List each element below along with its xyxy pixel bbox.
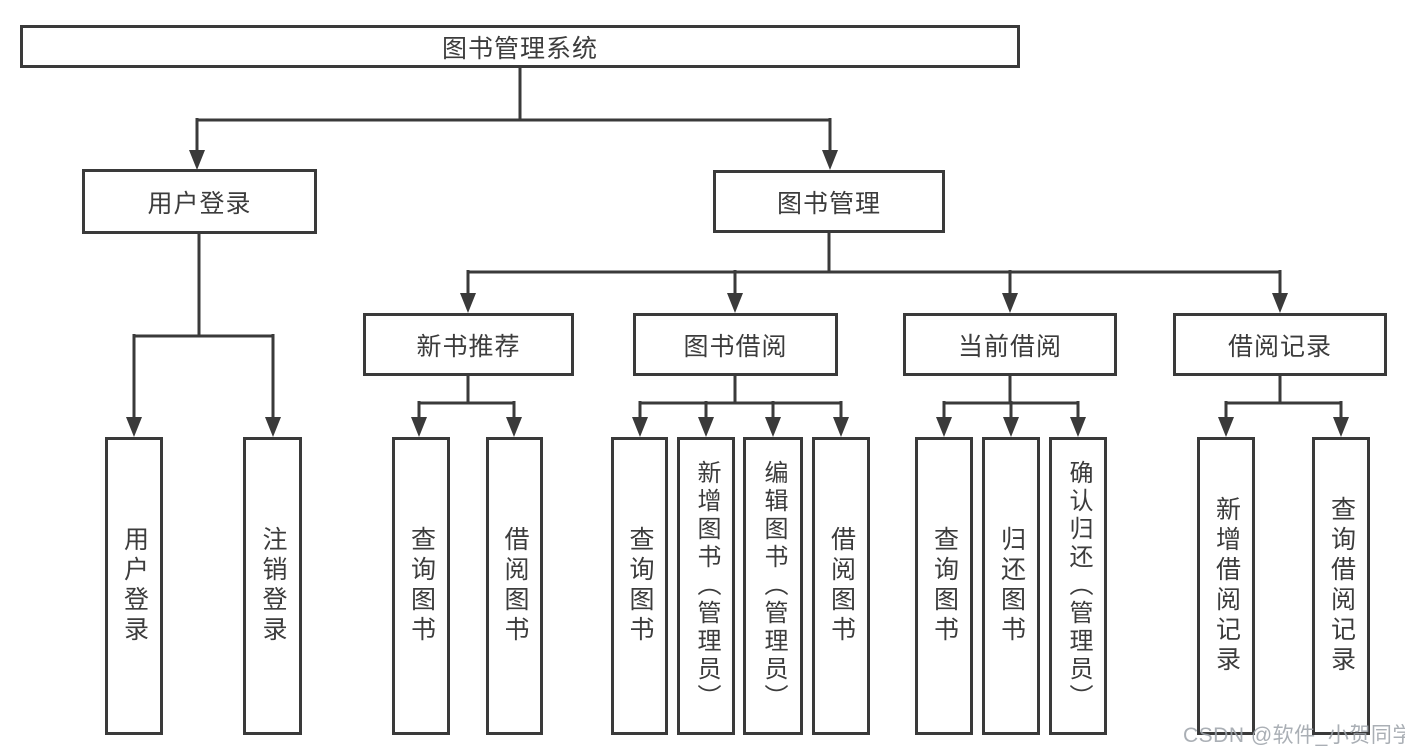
arrowhead-icons <box>126 150 1349 437</box>
csdn-watermark: CSDN @软件_小贺同学 <box>1183 724 1405 747</box>
leaf-user-login: 用户登录 <box>105 437 163 735</box>
node-label: 注销登录 <box>259 526 287 646</box>
leaf-confirm-return-admin: 确认归还（管理员） <box>1049 437 1107 735</box>
node-label: 归还图书 <box>997 526 1026 646</box>
node-label: 确认归还（管理员） <box>1065 460 1092 712</box>
node-label: 借阅图书 <box>827 526 856 646</box>
leaf-query-books-recommend: 查询图书 <box>392 437 450 735</box>
node-label: 查询图书 <box>930 526 959 646</box>
leaf-add-books-admin: 新增图书（管理员） <box>677 437 735 735</box>
node-label: 借阅记录 <box>1227 332 1332 361</box>
leaf-query-books-borrow: 查询图书 <box>611 437 668 735</box>
group-borrow-records: 借阅记录 <box>1173 313 1387 376</box>
node-label: 借阅图书 <box>501 526 529 646</box>
node-root: 图书管理系统 <box>20 25 1020 68</box>
node-label: 新增借阅记录 <box>1212 496 1241 676</box>
group-book-borrow: 图书借阅 <box>633 313 838 376</box>
connector-lines <box>132 68 1343 422</box>
leaf-query-borrow-record: 查询借阅记录 <box>1312 437 1370 735</box>
node-label: 新增图书（管理员） <box>693 460 720 712</box>
leaf-logout: 注销登录 <box>243 437 302 735</box>
node-label: 查询图书 <box>407 526 436 646</box>
leaf-add-borrow-record: 新增借阅记录 <box>1197 437 1255 735</box>
node-label: 用户登录 <box>120 526 149 646</box>
group-new-book-recommend: 新书推荐 <box>363 313 574 376</box>
branch-book-management: 图书管理 <box>713 170 945 233</box>
leaf-borrow-books-borrow: 借阅图书 <box>812 437 870 735</box>
leaf-edit-books-admin: 编辑图书（管理员） <box>743 437 803 735</box>
node-label: 用户登录 <box>147 189 252 218</box>
leaf-query-books-current: 查询图书 <box>915 437 973 735</box>
node-label: 图书借阅 <box>683 332 788 361</box>
node-label: 新书推荐 <box>416 332 521 361</box>
node-label: 编辑图书（管理员） <box>760 460 787 712</box>
node-label: 查询图书 <box>626 526 654 646</box>
leaf-return-books: 归还图书 <box>982 437 1040 735</box>
node-label: 查询借阅记录 <box>1327 496 1356 676</box>
leaf-borrow-books-recommend: 借阅图书 <box>486 437 543 735</box>
node-label: 图书管理 <box>776 189 881 218</box>
branch-user-login: 用户登录 <box>82 169 317 234</box>
group-current-borrow: 当前借阅 <box>903 313 1117 376</box>
node-label: 当前借阅 <box>957 332 1062 361</box>
node-label: 图书管理系统 <box>441 34 598 63</box>
